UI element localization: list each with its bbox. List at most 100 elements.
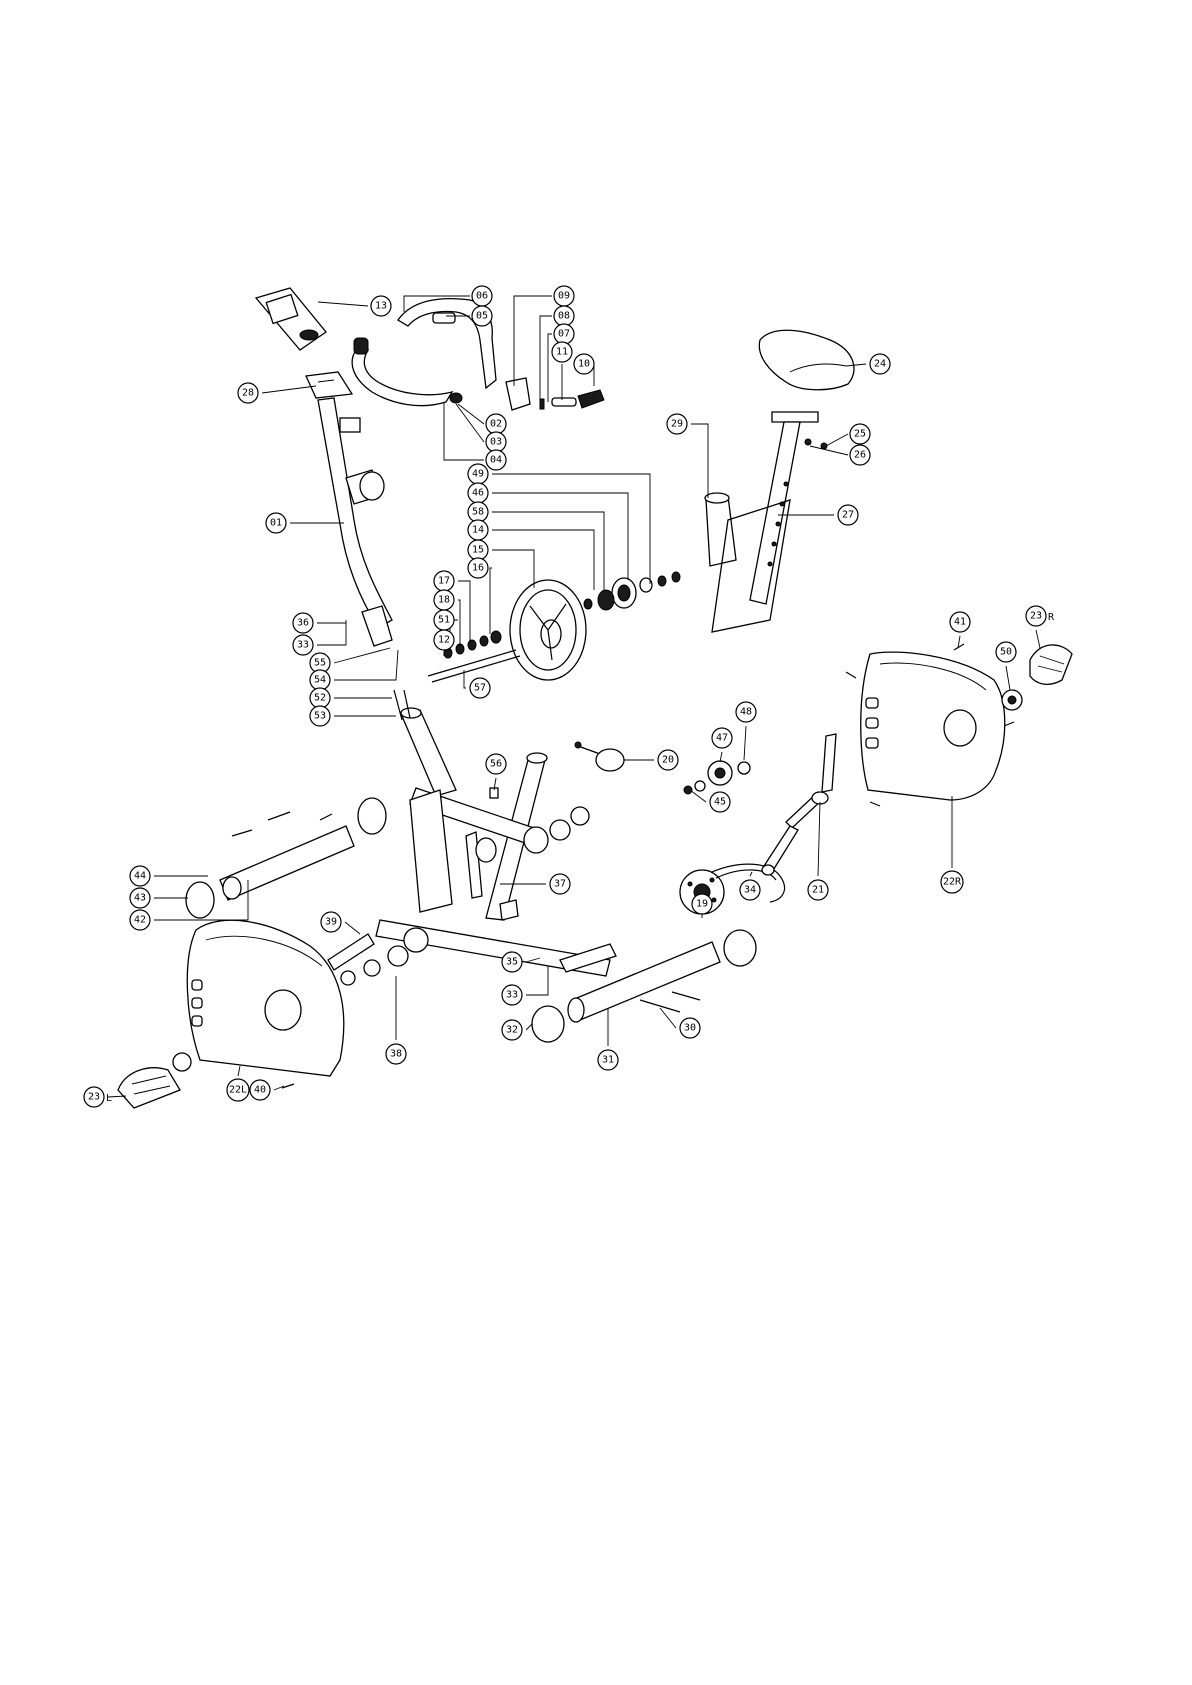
leader-line bbox=[750, 872, 752, 876]
callout-label: 01 bbox=[270, 518, 282, 529]
callout: 21 bbox=[808, 880, 828, 900]
callout: 23L bbox=[84, 1087, 112, 1107]
leader-line bbox=[526, 966, 548, 995]
leader-line bbox=[1006, 666, 1010, 690]
callout: 33 bbox=[293, 635, 313, 655]
front-post-part bbox=[318, 398, 392, 646]
callout-label: 07 bbox=[558, 329, 570, 340]
callout-label: 32 bbox=[506, 1025, 518, 1036]
callout-label: 33 bbox=[506, 990, 518, 1001]
console-part bbox=[256, 288, 326, 350]
leader-line bbox=[492, 512, 604, 590]
callout: 19 bbox=[692, 894, 712, 914]
flywheel-part bbox=[510, 580, 586, 680]
callout: 33 bbox=[502, 985, 522, 1005]
callout: 43 bbox=[130, 888, 150, 908]
callout-label: 42 bbox=[134, 915, 146, 926]
callout-label: 57 bbox=[474, 683, 486, 694]
callout-label: 48 bbox=[740, 707, 752, 718]
leader-line bbox=[262, 386, 316, 393]
callout-label: 22R bbox=[943, 877, 962, 888]
callout: 40 bbox=[250, 1080, 270, 1100]
callout: 54 bbox=[310, 670, 330, 690]
callout-label: 20 bbox=[662, 755, 674, 766]
callout-label: 18 bbox=[438, 595, 450, 606]
left-washer-part bbox=[173, 1053, 191, 1071]
leader-line bbox=[818, 802, 820, 876]
callout-label: 51 bbox=[438, 615, 450, 626]
callout-label: 37 bbox=[554, 879, 566, 890]
callout: 44 bbox=[130, 866, 150, 886]
callout: 27 bbox=[838, 505, 858, 525]
callout: 23 R bbox=[1026, 606, 1055, 626]
callout: 04 bbox=[486, 450, 506, 470]
callout: 17 bbox=[434, 571, 454, 591]
callout: 34 bbox=[740, 880, 760, 900]
leader-line bbox=[548, 334, 552, 402]
callout-label: 25 bbox=[854, 429, 866, 440]
callout-label: 58 bbox=[472, 507, 484, 518]
callout: 11 bbox=[552, 342, 572, 362]
leader-line bbox=[492, 474, 650, 584]
rear-stabilizer-part bbox=[532, 930, 756, 1042]
leader-line bbox=[690, 790, 706, 802]
callout: 51 bbox=[434, 610, 454, 630]
callout-label: 52 bbox=[314, 693, 326, 704]
callout: 57 bbox=[470, 678, 490, 698]
callout-label: 53 bbox=[314, 711, 326, 722]
callout: 46 bbox=[468, 483, 488, 503]
pulse-sensor-parts bbox=[506, 378, 604, 410]
callout: 13 bbox=[371, 296, 391, 316]
callout: 36 bbox=[293, 613, 313, 633]
right-cover-part bbox=[861, 652, 1005, 800]
callout-label: 10 bbox=[578, 359, 590, 370]
callout-side-mark: R bbox=[1048, 612, 1055, 623]
callout: 20 bbox=[658, 750, 678, 770]
callout-label: 05 bbox=[476, 311, 488, 322]
callout-label: 49 bbox=[472, 469, 484, 480]
callout: 16 bbox=[468, 558, 488, 578]
callout-label: 16 bbox=[472, 563, 484, 574]
callout-label: 30 bbox=[684, 1023, 696, 1034]
leader-line bbox=[660, 1008, 676, 1028]
callout-label: 47 bbox=[716, 733, 728, 744]
leader-line bbox=[514, 296, 552, 386]
callout: 01 bbox=[266, 513, 286, 533]
callout: 02 bbox=[486, 414, 506, 434]
callout-label: 24 bbox=[874, 359, 886, 370]
leader-line bbox=[238, 1066, 240, 1076]
callout-label: 14 bbox=[472, 525, 484, 536]
callout-label: 26 bbox=[854, 450, 866, 461]
callout: 38 bbox=[386, 1044, 406, 1064]
callout-label: 45 bbox=[714, 797, 726, 808]
callout-label: 06 bbox=[476, 291, 488, 302]
leader-line bbox=[540, 316, 552, 402]
callout-label: 09 bbox=[558, 291, 570, 302]
callout-label: 13 bbox=[375, 301, 387, 312]
callout-label: 33 bbox=[297, 640, 309, 651]
left-cover-part bbox=[187, 920, 343, 1076]
callout-label: 31 bbox=[602, 1055, 614, 1066]
callout: 22R bbox=[941, 871, 963, 893]
leader-line bbox=[744, 726, 746, 760]
callout: 24 bbox=[870, 354, 890, 374]
callout: 47 bbox=[712, 728, 732, 748]
leader-line bbox=[691, 424, 708, 498]
callout-label: 50 bbox=[1000, 647, 1012, 658]
callout-label: 12 bbox=[438, 635, 450, 646]
callout-label: 35 bbox=[506, 957, 518, 968]
leader-line bbox=[456, 404, 484, 442]
callout: 31 bbox=[598, 1050, 618, 1070]
callout: 58 bbox=[468, 502, 488, 522]
idler-part bbox=[684, 761, 750, 794]
callout-label: 23 bbox=[1030, 611, 1042, 622]
callout: 53 bbox=[310, 706, 330, 726]
callout-label: 41 bbox=[954, 617, 966, 628]
console-bracket-part bbox=[306, 372, 352, 398]
callout: 07 bbox=[554, 324, 574, 344]
callout: 56 bbox=[486, 754, 506, 774]
callout-label: 36 bbox=[297, 618, 309, 629]
callout-label: 19 bbox=[696, 899, 708, 910]
callout-label: 22L bbox=[229, 1085, 247, 1096]
